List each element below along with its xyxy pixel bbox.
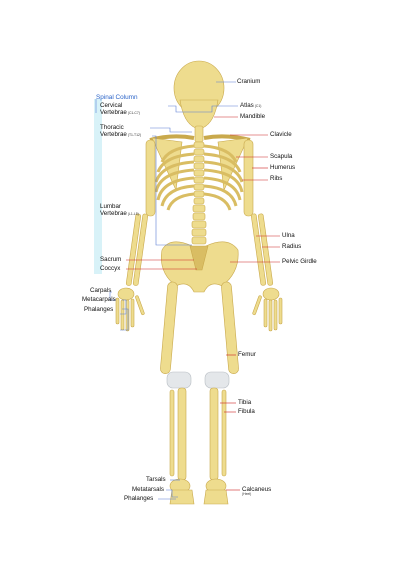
- label-pelvic-girdle: Pelvic Girdle: [282, 258, 317, 265]
- leader-lines-blue: [95, 81, 238, 500]
- foot-left: [169, 478, 195, 505]
- ulna-right: [250, 213, 267, 286]
- tibia-right: [209, 387, 219, 481]
- vertebrae: [191, 141, 207, 245]
- label-metacarpals: Metacarpals: [82, 296, 116, 303]
- label-metatarsals: Metatarsals: [132, 486, 164, 493]
- lumbar-line1: Lumbar: [100, 203, 121, 210]
- label-phalanges-foot: Phalanges: [124, 495, 154, 502]
- label-fibula: Fibula: [238, 408, 255, 415]
- humerus-left: [145, 139, 156, 217]
- label-femur: Femur: [238, 351, 256, 358]
- label-ulna: Ulna: [282, 232, 295, 239]
- sacrum-bone: [189, 245, 209, 271]
- label-thoracic-vertebrae: Thoracic Vertebrae(T1-T12): [100, 124, 141, 138]
- label-ribs: Ribs: [270, 175, 283, 182]
- radius-right: [257, 213, 274, 286]
- label-mandible: Mandible: [240, 113, 266, 120]
- label-carpals: Carpals: [90, 287, 112, 294]
- label-sacrum: Sacrum: [100, 256, 122, 263]
- cervical-line2: Vertebrae: [100, 109, 127, 117]
- humerus-right: [243, 139, 254, 217]
- foot-right: [203, 478, 229, 505]
- leader-lines-red: [126, 116, 280, 491]
- label-clavicle: Clavicle: [270, 131, 292, 138]
- thoracic-line1: Thoracic: [100, 124, 124, 131]
- cervical-spine: [194, 125, 204, 143]
- thoracic-range: (T1-T12): [127, 133, 142, 138]
- label-cranium: Cranium: [237, 78, 261, 85]
- ulna-left: [125, 213, 142, 286]
- skeleton: [115, 60, 283, 505]
- label-coccyx: Coccyx: [100, 265, 121, 272]
- label-phalanges-hand: Phalanges: [84, 306, 114, 313]
- tibia-left: [177, 387, 187, 481]
- thoracic-line2: Vertebrae: [100, 131, 127, 139]
- knee-right: [204, 371, 230, 389]
- fibula-right: [221, 389, 227, 477]
- cervical-range: (C1-C7): [127, 111, 140, 116]
- label-tarsals: Tarsals: [146, 476, 166, 483]
- label-scapula: Scapula: [270, 153, 293, 160]
- spinal-column-band: [94, 99, 102, 274]
- lumbar-range: (L1-L5): [127, 212, 139, 217]
- lumbar-line2: Vertebrae: [100, 210, 127, 218]
- label-atlas: Atlas(C1): [240, 102, 261, 109]
- hand-left: [115, 287, 145, 332]
- radius-left: [132, 213, 149, 286]
- label-tibia: Tibia: [238, 399, 252, 406]
- fibula-left: [169, 389, 175, 477]
- hand-right: [252, 287, 283, 332]
- atlas-name: Atlas: [240, 102, 254, 109]
- knee-left: [166, 371, 192, 389]
- calcaneus-sub: (Heel): [242, 492, 252, 497]
- label-radius: Radius: [282, 243, 302, 250]
- cervical-line1: Cervical: [100, 102, 123, 109]
- femur-left: [160, 281, 178, 374]
- spinal-column-title: Spinal Column: [96, 94, 138, 101]
- calcaneus-name: Calcaneus: [242, 486, 272, 493]
- label-cervical-vertebrae: Cervical Vertebrae(C1-C7): [100, 102, 140, 116]
- label-humerus: Humerus: [270, 164, 296, 171]
- atlas-sub: (C1): [254, 104, 262, 108]
- ribs: [154, 144, 244, 211]
- label-calcaneus: Calcaneus (Heel): [242, 486, 271, 497]
- femur-right: [221, 281, 239, 374]
- label-lumbar-vertebrae: Lumbar Vertebrae(L1-L5): [100, 203, 139, 217]
- mandible-bone: [179, 99, 219, 130]
